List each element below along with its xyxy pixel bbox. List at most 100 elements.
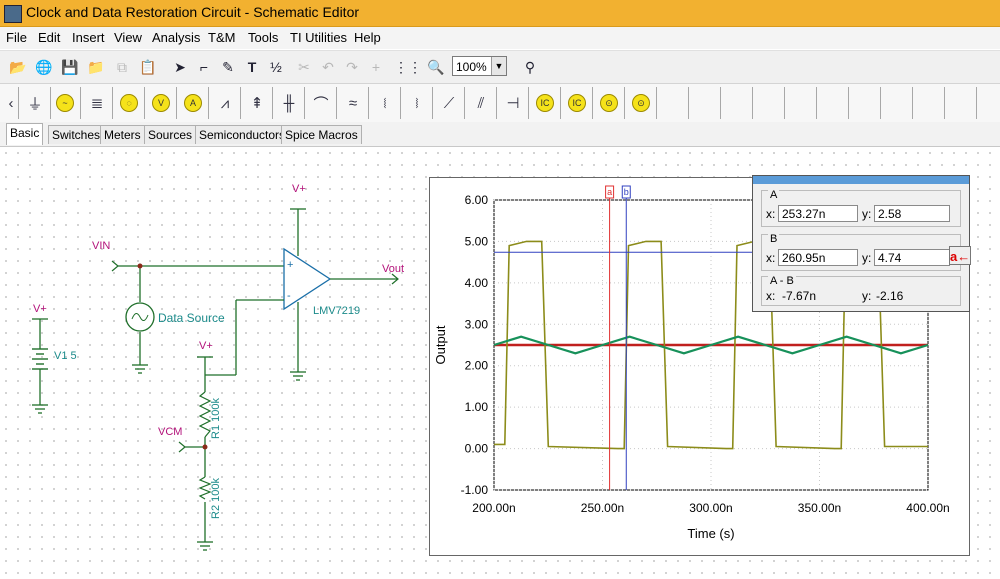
cursor-a-y-field[interactable]: 2.58 [874,205,950,222]
empty-slot-2[interactable] [690,87,721,119]
chevron-down-icon[interactable]: ▼ [491,57,506,75]
empty-slot-7[interactable] [850,87,881,119]
empty-slot-5[interactable] [786,87,817,119]
zoom-select[interactable]: 100% ▼ [452,56,507,76]
cursor-a-x-field[interactable]: 253.27n [778,205,858,222]
tab-basic[interactable]: Basic [6,123,44,145]
data-source-series-line [493,335,929,355]
save-icon[interactable]: 💾 [61,58,79,75]
tab-sources[interactable]: Sources [144,125,197,144]
empty-slot-3[interactable] [722,87,753,119]
coupled-inductor-icon[interactable]: ≈ [338,87,369,119]
cursor-diff-y-key: y: [862,289,872,303]
cursor-a-x-key: x: [766,207,776,221]
ammeter-icon[interactable]: A [178,87,209,119]
paste-icon[interactable]: 📋 [139,58,157,75]
folder-save-icon[interactable]: 📁 [87,58,105,75]
cursor-b-x-key: x: [766,251,776,265]
resistor-icon[interactable]: ⩘ [210,87,241,119]
opamp-name: LMV7219 [313,305,361,317]
opamp-plus-sign: + [287,259,294,271]
cursor-select-button[interactable]: a← [949,246,971,265]
cut-icon[interactable]: ✂ [298,58,310,75]
r1-label: R1 100k [210,398,222,439]
battery-icon[interactable]: ≣ [82,87,113,119]
scroll-left-icon[interactable]: ‹ [4,87,19,119]
empty-slot-1[interactable] [658,87,689,119]
empty-slot-10[interactable] [946,87,977,119]
potentiometer-icon[interactable]: ⇞ [242,87,273,119]
x-tick-label: 200.00n [472,501,515,515]
cursor-b-y-key: y: [862,251,872,265]
voltmeter-icon[interactable]: V [146,87,177,119]
menu-tools[interactable]: Tools [248,30,279,45]
empty-slot-6[interactable] [818,87,849,119]
app-icon[interactable] [4,5,22,23]
jumper-icon[interactable]: ⊣ [498,87,529,119]
cursor-readout-panel[interactable]: A x: 253.27n y: 2.58 B x: 260.95n y: 4.7… [752,175,971,312]
wire-icon[interactable]: ⌐ [199,59,209,75]
tab-spice-macros[interactable]: Spice Macros [281,125,362,144]
empty-slot-9[interactable] [914,87,945,119]
pencil-icon[interactable]: ✎ [222,58,234,75]
open-web-icon[interactable]: 🌐 [35,58,53,75]
ground-icon[interactable]: ⏚ [20,87,51,119]
open-folder-icon[interactable]: 📂 [9,58,27,75]
menu-help[interactable]: Help [354,30,381,45]
cursor-panel-titlebar[interactable] [753,176,969,184]
select-arrow-icon[interactable]: ➤ [174,58,186,75]
data-source-label: Data Source [158,311,225,325]
r2-label: R2 100k [210,478,222,519]
menu-analysis[interactable]: Analysis [152,30,201,45]
vplus-left-label: V+ [33,303,47,315]
crosshair-icon[interactable]: + [371,59,381,75]
generator-icon[interactable]: ◌ [114,87,145,119]
menu-view[interactable]: View [114,30,142,45]
cursor-b-y-field[interactable]: 4.74 [874,249,950,266]
undo-icon[interactable]: ↶ [322,58,334,75]
ic-source-icon[interactable]: IC [530,87,561,119]
transformer2-icon[interactable]: ⧘ [402,87,433,119]
cursor-a-flag [605,185,615,199]
zoom-icon[interactable]: 🔍 [427,58,445,75]
menu-insert[interactable]: Insert [72,30,105,45]
cursor-b-x-field[interactable]: 260.95n [778,249,858,266]
cursor-diff-label: A - B [768,275,796,287]
capacitor-icon[interactable]: ╫ [274,87,305,119]
menu-tm[interactable]: T&M [208,30,236,45]
empty-slot-4[interactable] [754,87,785,119]
tab-semiconductors[interactable]: Semiconductors [195,125,290,144]
switch-icon[interactable]: ⟋ [434,87,465,119]
main-toolbar: 📂 🌐 💾 📁 ⧉ 📋 ➤ ⌐ ✎ T ½ ✂ ↶ ↷ + ⋮⋮ 🔍 100% … [0,50,1000,84]
redo-icon[interactable]: ↷ [346,58,358,75]
controlled-source2-icon[interactable]: ⊙ [626,87,657,119]
cursor-a-y-key: y: [862,207,872,221]
controlled-source-icon[interactable]: ⊙ [594,87,625,119]
inductor-icon[interactable]: ⌒ [306,87,337,119]
vplus-top-label: V+ [292,183,306,195]
cursor-b-group: B x: 260.95n y: 4.74 [761,233,961,271]
probe-icon[interactable]: ⚲ [524,58,536,75]
cursor-diff-y-value: -2.16 [876,289,904,303]
v1-label: V1 5 [54,350,77,362]
ic-source2-icon[interactable]: IC [562,87,593,119]
grid-icon[interactable]: ⋮⋮ [394,58,422,75]
tab-switches[interactable]: Switches [48,125,105,144]
text-icon[interactable]: T [247,59,257,75]
cursor-a-label: A [768,189,780,201]
cursor-diff-x-value: -7.67n [782,289,817,303]
opamp-minus-sign: - [287,290,291,302]
menu-ti-utilities[interactable]: TI Utilities [290,30,348,45]
source-icon[interactable]: ~ [50,87,81,119]
menu-file[interactable]: File [6,30,27,45]
fraction-icon[interactable]: ½ [270,59,282,75]
tab-meters[interactable]: Meters [100,125,145,144]
transformer-icon[interactable]: ⧙ [370,87,401,119]
copy-icon[interactable]: ⧉ [117,58,127,75]
empty-slot-8[interactable] [882,87,913,119]
menu-edit[interactable]: Edit [38,30,61,45]
y-axis-label: Output [433,325,448,364]
menu-bar: File Edit Insert View Analysis T&M Tools… [0,27,1000,49]
variable-capacitor-icon[interactable]: ⫽ [466,87,497,119]
